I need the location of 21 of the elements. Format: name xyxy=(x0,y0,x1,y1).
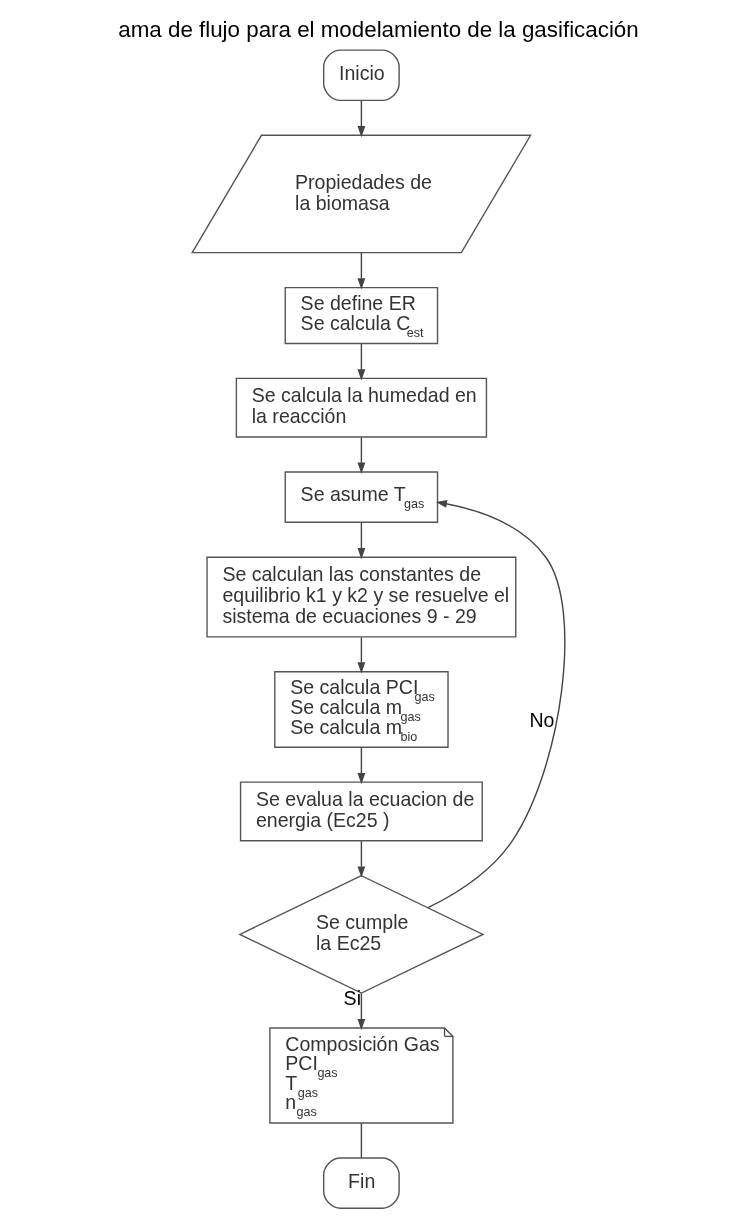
arrow xyxy=(357,746,365,785)
edge-label: No xyxy=(528,708,554,731)
arrow xyxy=(357,252,365,290)
node-box: Inicio xyxy=(322,49,400,102)
connector xyxy=(360,1122,362,1159)
arrow xyxy=(357,99,365,138)
node-box: Se calcula la humedad en la reacción xyxy=(235,377,487,438)
arrow xyxy=(357,343,365,381)
node-box: Se asume T$_{gas}$ xyxy=(284,471,438,523)
arrow xyxy=(357,840,365,878)
arrow xyxy=(357,521,365,560)
node-box: Se evalua la ecuacion de energia (Ec25 ) xyxy=(239,781,483,842)
arrow xyxy=(357,436,365,474)
arrow xyxy=(426,500,565,909)
arrow xyxy=(357,992,365,1031)
arrow xyxy=(357,636,365,674)
node-box: Se calcula PCI$_{gas}$ Se calcula m$_{gas}$ Se calcula m$_{bio}$ xyxy=(273,671,449,748)
diagram-title: ama de flujo para el modelamiento de la gasificación xyxy=(117,17,639,43)
node-box: Fin xyxy=(322,1157,400,1209)
node-box: Se calculan las constantes de equilibrio k1 y k2 y se resuelve el sistema de ecuaciones 9 - 29 xyxy=(205,556,516,638)
node-box: Se define ER Se calcula C$_{est}$ xyxy=(284,286,438,345)
